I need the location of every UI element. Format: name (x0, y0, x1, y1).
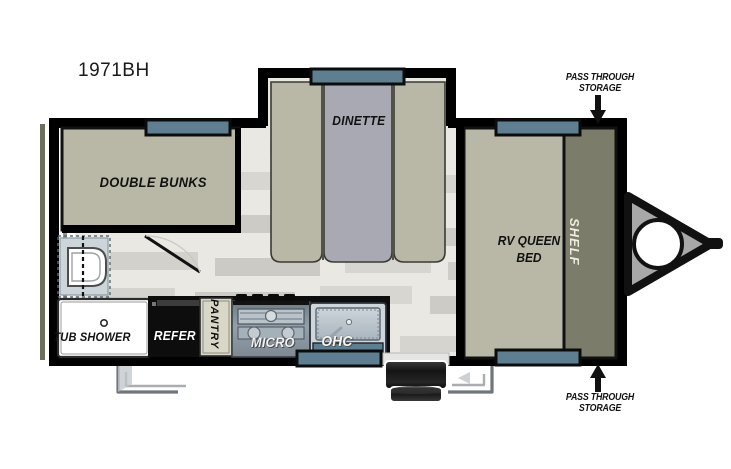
callout-top-line1: PASS THROUGH (565, 72, 635, 83)
label-ohc: OHC (321, 333, 353, 350)
tub-shower-fixture (56, 297, 152, 359)
window-dinette (309, 67, 406, 86)
bathroom-door-swing (144, 234, 201, 274)
callout-top-line2: STORAGE (578, 83, 622, 94)
pantry-cabinet (199, 297, 233, 357)
a-frame-hitch (624, 192, 723, 296)
label-refer: REFER (153, 328, 196, 343)
double-bunks-area (60, 126, 241, 233)
label-pantry: PANTRY (208, 299, 220, 350)
window-bed-bottom (494, 348, 582, 367)
callout-bottom-line2: STORAGE (578, 403, 622, 414)
entry-steps-left (116, 366, 186, 394)
callout-pass-through-storage-top: PASS THROUGH STORAGE (547, 72, 653, 94)
dinette-area (270, 81, 446, 263)
page-title: 1971BH (78, 60, 150, 81)
callout-bottom-line1: PASS THROUGH (565, 392, 635, 403)
entry-steps-right (448, 366, 494, 394)
wheel-assembly (382, 352, 450, 403)
label-shelf: SHELF (567, 218, 582, 266)
bedroom-area (456, 118, 618, 366)
up-arrow-icon (590, 364, 606, 392)
toilet-fixture (57, 235, 111, 298)
down-arrow-icon (590, 95, 606, 124)
window-bunks (144, 118, 232, 137)
window-kitchen (295, 349, 383, 368)
window-bed-top (494, 118, 582, 137)
label-micro: MICRO (250, 334, 295, 350)
callout-pass-through-storage-bottom: PASS THROUGH STORAGE (547, 392, 653, 414)
microwave-range (231, 294, 311, 358)
